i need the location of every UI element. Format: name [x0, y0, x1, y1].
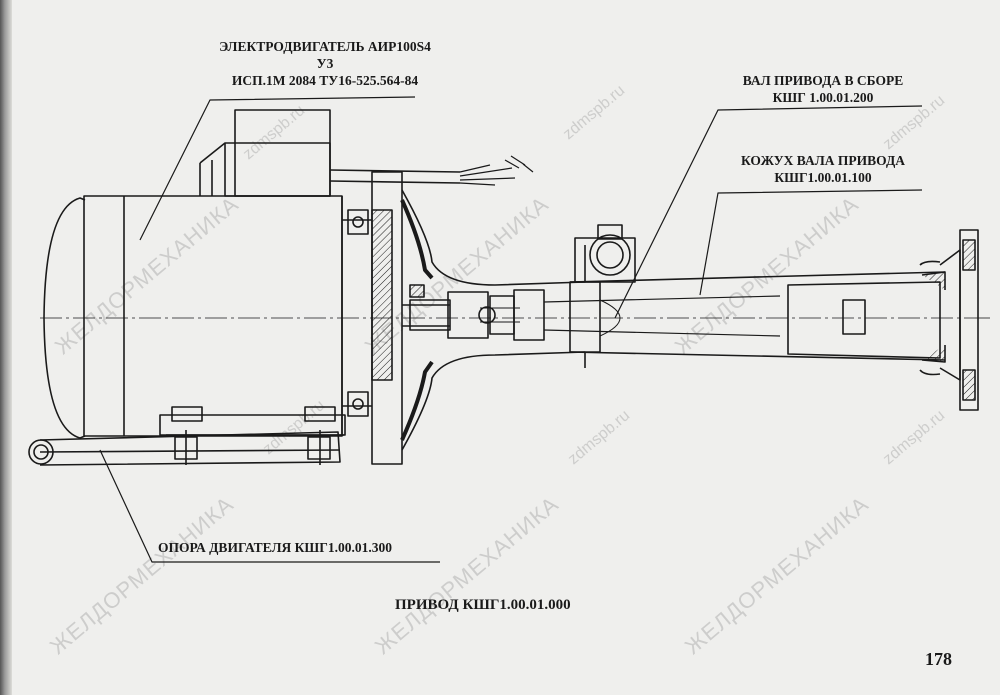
shaft-label-line1: ВАЛ ПРИВОДА В СБОРЕ	[742, 73, 904, 88]
leader-lines	[99, 96, 923, 563]
leader-support	[99, 449, 440, 563]
page-number: 178	[925, 649, 952, 669]
motor-label-line2: У3	[316, 56, 334, 71]
shaft-cover	[400, 189, 946, 451]
cover-label-line1: КОЖУХ ВАЛА ПРИВОДА	[740, 153, 905, 168]
motor-support	[28, 406, 346, 466]
motor-label-line1: ЭЛЕКТРОДВИГАТЕЛЬ АИР100S4	[219, 39, 431, 54]
shaft-label-line2: КШГ 1.00.01.200	[772, 90, 874, 105]
cover-label-line2: КШГ1.00.01.100	[774, 170, 872, 185]
cover-label: КОЖУХ ВАЛА ПРИВОДА КШГ1.00.01.100	[718, 152, 928, 186]
leader-motor	[139, 96, 416, 241]
shaft-label: ВАЛ ПРИВОДА В СБОРЕ КШГ 1.00.01.200	[718, 72, 928, 106]
motor-label: ЭЛЕКТРОДВИГАТЕЛЬ АИР100S4 У3 ИСП.1М 2084…	[190, 38, 460, 89]
leader-shaft	[614, 105, 923, 319]
drive-shaft	[402, 284, 781, 341]
leader-cover	[699, 189, 923, 296]
flange-plate	[342, 171, 403, 465]
motor-label-line3: ИСП.1М 2084 ТУ16-525.564-84	[231, 73, 419, 88]
support-label: ОПОРА ДВИГАТЕЛЯ КШГ1.00.01.300	[158, 540, 392, 555]
output-flange	[919, 229, 990, 411]
scan-edge	[0, 0, 12, 695]
electric-motor	[43, 109, 534, 439]
drawing-caption: ПРИВОД КШГ1.00.01.000	[395, 597, 571, 613]
